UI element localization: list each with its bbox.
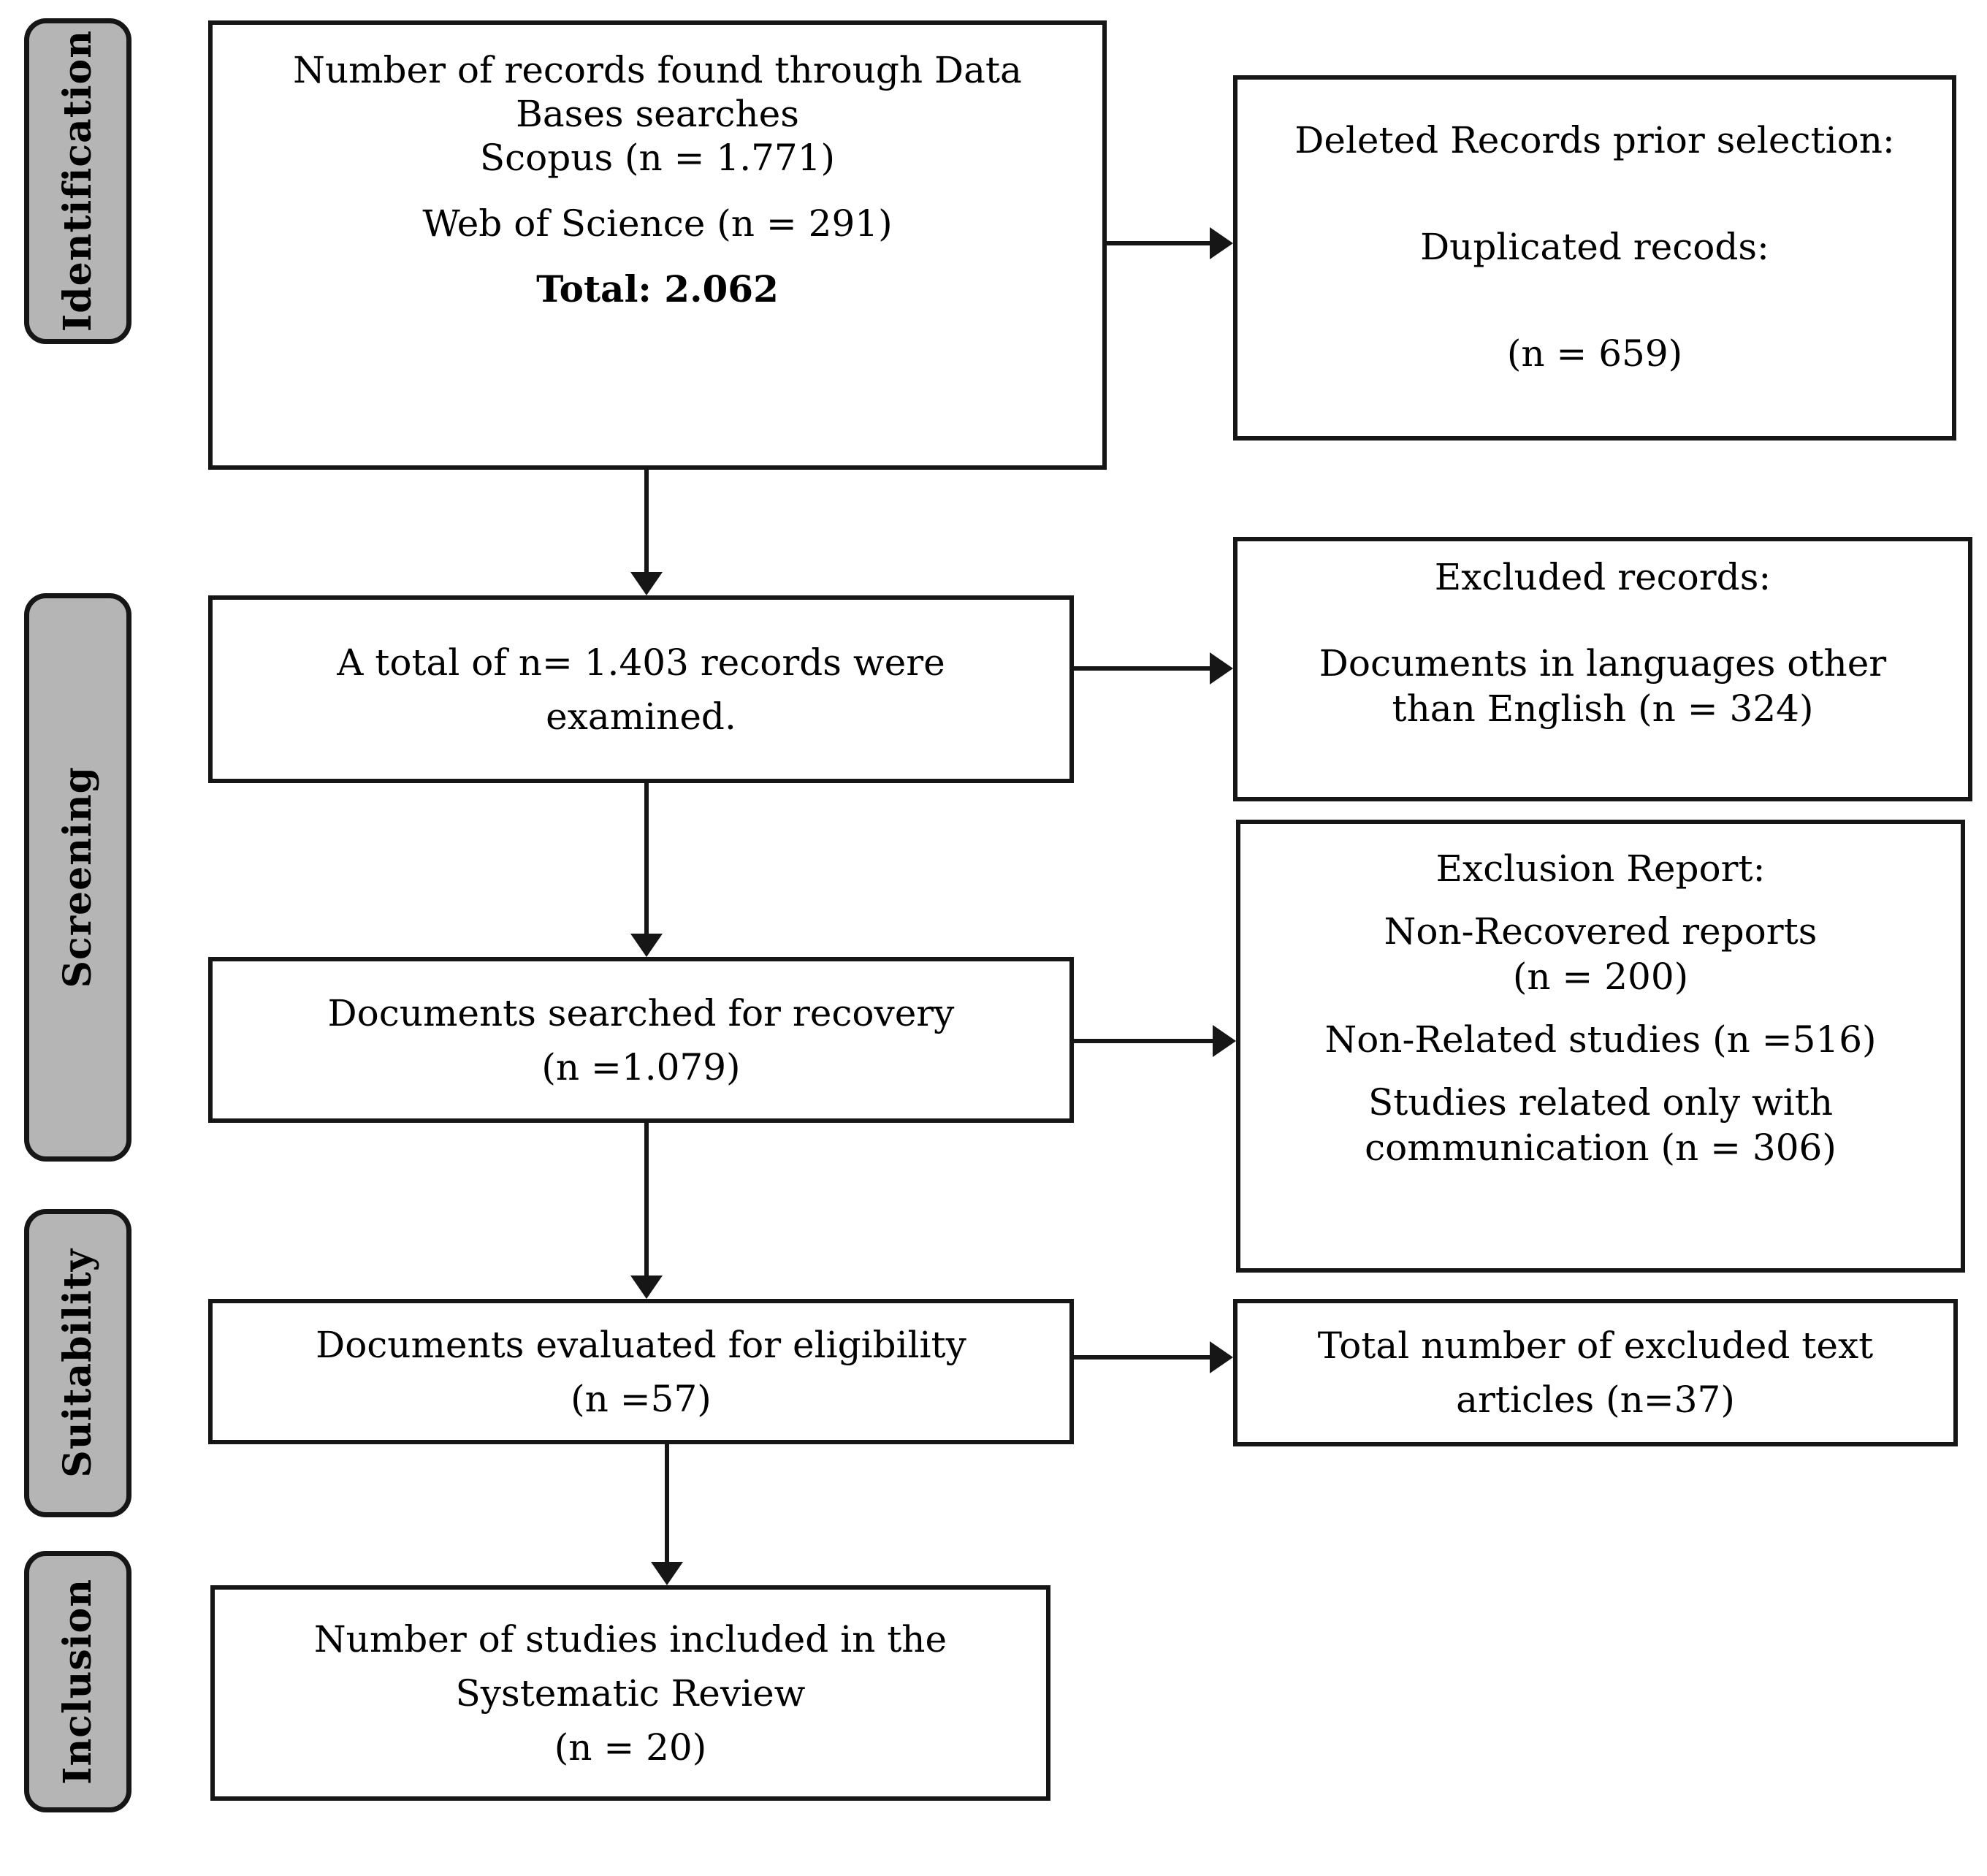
exclusion-report-box: Exclusion Report: Non-Recovered reports … [1236,820,1965,1273]
records-found-total: Total: 2.062 [536,267,779,310]
excluded-records-title: Excluded records: [1434,556,1771,598]
arrow-down-head [630,934,663,957]
records-examined-line: A total of n= 1.403 records were [337,641,945,684]
records-found-wos-count: Web of Science (n = 291) [422,202,893,245]
arrow-eligibility-to-excluded-articles [1074,1341,1233,1373]
arrow-recovery-to-exclusion-report [1074,1025,1236,1057]
evaluated-eligibility-line: Documents evaluated for eligibility [316,1323,966,1366]
excluded-articles-count: articles (n=37) [1456,1379,1735,1421]
evaluated-eligibility-box: Documents evaluated for eligibility (n =… [208,1299,1074,1444]
stage-label-identification: Identification [24,18,131,344]
arrow-shaft [644,783,649,937]
records-found-line: Number of records found through Data [293,49,1022,91]
arrow-down-head [651,1562,683,1585]
arrow-shaft [1107,241,1213,245]
excluded-articles-line: Total number of excluded text [1317,1324,1874,1367]
stage-label-inclusion: Inclusion [24,1551,131,1812]
exclusion-report-count: communication (n = 306) [1365,1126,1837,1169]
deleted-records-title: Deleted Records prior selection: [1294,119,1895,161]
arrow-right-head [1210,652,1233,685]
excluded-articles-box: Total number of excluded text articles (… [1233,1299,1958,1446]
deleted-records-box: Deleted Records prior selection: Duplica… [1233,75,1956,441]
stage-label-identification-text: Identification [56,30,100,332]
exclusion-report-line: Non-Related studies (n =516) [1324,1018,1877,1061]
records-found-box: Number of records found through Data Bas… [208,20,1107,470]
arrow-found-to-examined [630,470,663,595]
excluded-records-count: than English (n = 324) [1392,687,1814,730]
stage-label-suitability-text: Suitability [56,1248,100,1478]
arrow-recovery-to-eligibility [630,1123,663,1299]
arrow-down-head [630,1276,663,1299]
records-examined-box: A total of n= 1.403 records were examine… [208,595,1074,783]
arrow-right-head [1210,227,1233,259]
searched-recovery-count: (n =1.079) [541,1045,741,1088]
exclusion-report-line: Non-Recovered reports [1384,910,1818,953]
arrow-shaft [1074,666,1213,671]
records-found-line: Bases searches [516,93,799,135]
arrow-shaft [665,1444,669,1565]
searched-recovery-line: Documents searched for recovery [327,991,955,1034]
deleted-records-count: (n = 659) [1506,332,1683,375]
included-studies-line: Systematic Review [455,1671,806,1715]
arrow-right-head [1213,1025,1236,1057]
excluded-records-box: Excluded records: Documents in languages… [1233,537,1972,801]
arrow-right-head [1210,1341,1233,1373]
stage-label-screening: Screening [24,593,131,1162]
exclusion-report-title: Exclusion Report: [1435,847,1766,890]
arrow-eligibility-to-included [651,1444,683,1585]
arrow-examined-to-recovery [630,783,663,957]
arrow-shaft [1074,1039,1216,1043]
arrow-examined-to-excluded [1074,652,1233,685]
exclusion-report-line: Studies related only with [1368,1081,1834,1124]
records-found-scopus-count: Scopus (n = 1.771) [479,137,836,179]
stage-label-suitability: Suitability [24,1209,131,1517]
arrow-shaft [644,1123,649,1278]
searched-recovery-box: Documents searched for recovery (n =1.07… [208,957,1074,1123]
exclusion-report-count: (n = 200) [1512,956,1689,998]
stage-label-inclusion-text: Inclusion [56,1579,100,1785]
arrow-found-to-deleted [1107,227,1233,259]
evaluated-eligibility-count: (n =57) [571,1377,712,1420]
arrow-shaft [1074,1355,1213,1360]
included-studies-line: Number of studies included in the [313,1617,947,1660]
excluded-records-line: Documents in languages other [1319,642,1887,685]
deleted-records-line: Duplicated recods: [1420,226,1769,268]
arrow-shaft [644,470,649,575]
arrow-down-head [630,572,663,595]
included-studies-count: (n = 20) [554,1726,707,1769]
included-studies-box: Number of studies included in the System… [210,1585,1050,1801]
stage-label-screening-text: Screening [56,766,100,988]
records-examined-line: examined. [546,695,736,738]
